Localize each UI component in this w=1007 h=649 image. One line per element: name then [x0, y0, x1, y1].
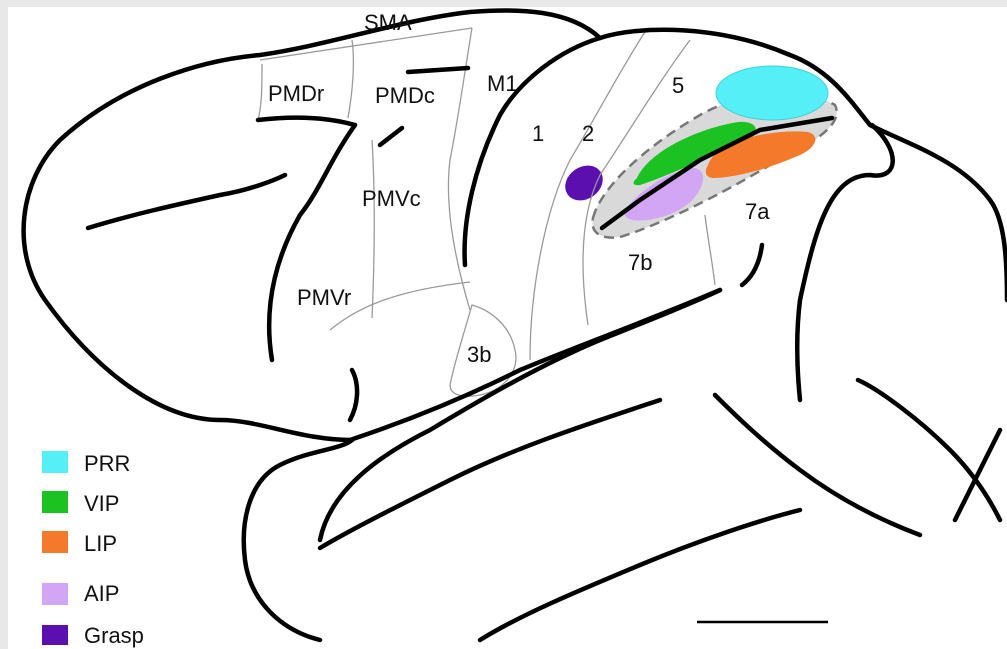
label-sma: SMA: [364, 10, 412, 35]
label-pmdc: PMDc: [375, 83, 435, 108]
legend-swatch-lip: [42, 531, 68, 553]
label-area-3b: 3b: [467, 342, 491, 367]
label-area-1: 1: [532, 121, 544, 146]
label-pmvr: PMVr: [297, 285, 351, 310]
label-area-7b: 7b: [628, 250, 652, 275]
brain-outline: [24, 10, 1007, 640]
label-pmvc: PMVc: [362, 186, 421, 211]
prr-area: [716, 66, 828, 120]
label-area-2: 2: [582, 121, 594, 146]
legend-swatch-prr: [42, 451, 68, 473]
legend-swatch-vip: [42, 491, 68, 513]
label-area-5: 5: [672, 73, 684, 98]
legend-label-vip: VIP: [84, 491, 119, 516]
label-area-7a: 7a: [745, 199, 770, 224]
label-pmdr: PMDr: [268, 81, 324, 106]
legend-label-lip: LIP: [84, 531, 117, 556]
legend-swatch-aip: [42, 583, 68, 605]
legend-label-grasp: Grasp: [84, 623, 144, 648]
legend-swatch-grasp: [42, 625, 68, 645]
legend-label-prr: PRR: [84, 451, 130, 476]
legend: PRR VIP LIP AIP Grasp: [42, 451, 144, 648]
legend-label-aip: AIP: [84, 581, 119, 606]
label-m1: M1: [487, 71, 518, 96]
